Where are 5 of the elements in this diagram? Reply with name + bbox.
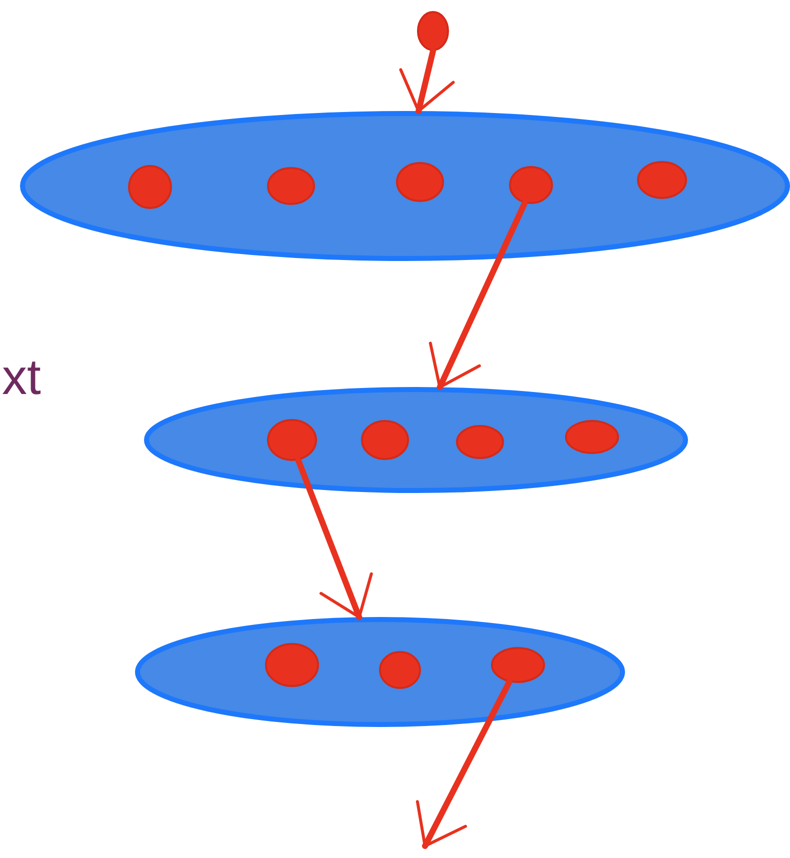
arrow bbox=[295, 457, 373, 620]
arrow bbox=[399, 48, 455, 114]
partial-text: xt bbox=[2, 352, 41, 402]
arrow bbox=[428, 200, 528, 390]
arrow bbox=[416, 679, 512, 849]
